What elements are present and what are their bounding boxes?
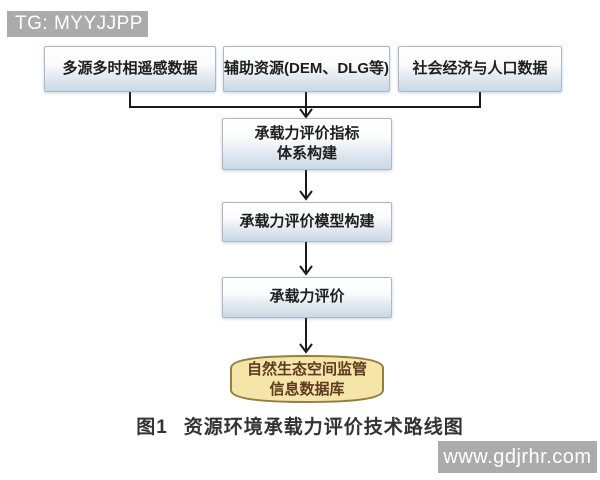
arrowhead-1 [299, 108, 313, 119]
source-box-label: 多源多时相遥感数据 [62, 59, 198, 77]
step-box-label: 承载力评价 [269, 288, 345, 306]
watermark-top-left: TG: MYYJJPP [7, 11, 148, 37]
arrowhead-3 [299, 265, 313, 276]
step-box-evaluation-model: 承载力评价模型构建 [222, 202, 392, 242]
source-box-remote-sensing-data: 多源多时相遥感数据 [44, 46, 216, 92]
step-box-label-line2: 体系构建 [276, 145, 337, 162]
figure-caption: 图1 资源环境承载力评价技术路线图 [0, 412, 600, 439]
arrowhead-2 [299, 190, 313, 201]
arrowhead-4 [299, 343, 313, 354]
database-cylinder-icon [230, 354, 384, 404]
source-box-socioeconomic-data: 社会经济与人口数据 [398, 46, 562, 92]
source-box-label: 社会经济与人口数据 [412, 59, 548, 77]
step-box-label: 承载力评价模型构建 [239, 212, 375, 230]
watermark-bottom-right: www.gdjrhr.com [438, 441, 597, 473]
step-box-label-line1: 承载力评价指标 [254, 124, 360, 142]
step-box-capacity-evaluation: 承载力评价 [222, 277, 392, 318]
database-label-line1: 自然生态空间监管 [246, 361, 367, 378]
source-box-auxiliary-resources: 辅助资源(DEM、DLG等) [223, 46, 390, 92]
database-label-line2: 信息数据库 [269, 380, 345, 398]
figure-caption-title: 资源环境承载力评价技术路线图 [183, 417, 464, 438]
step-box-indicator-system: 承载力评价指标 体系构建 [222, 118, 392, 170]
database-shape: 自然生态空间监管 信息数据库 [227, 354, 387, 404]
source-box-label: 辅助资源(DEM、DLG等) [224, 59, 389, 77]
figure-caption-label: 图1 [136, 417, 168, 438]
